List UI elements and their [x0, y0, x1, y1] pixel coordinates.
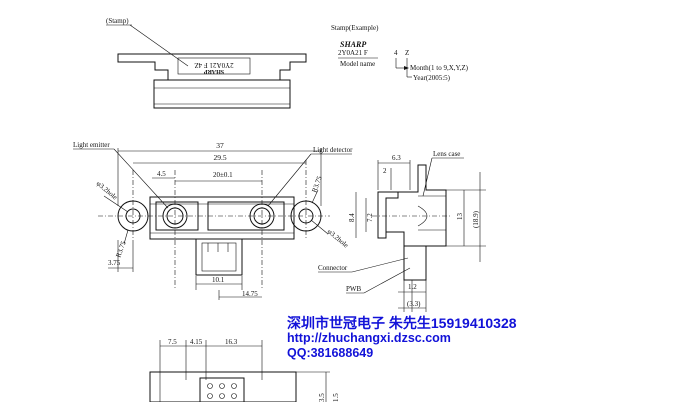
year-note: Year(2005:5) — [413, 74, 451, 82]
dim-radius-bottom: R3.75 — [114, 240, 127, 259]
contact-qq: QQ:381688649 — [287, 346, 374, 360]
dim-bottom-c: 16.3 — [225, 338, 238, 346]
stamp-example-label: Stamp(Example) — [331, 24, 379, 32]
stamp-example-brand: SHARP — [340, 40, 366, 49]
front-view: 37 29.5 4.5 20±0.1 Light emitter Light d… — [73, 141, 353, 300]
dim-right-hole: φ3.2hole — [326, 227, 350, 249]
dim-connector-offset: 14.75 — [242, 290, 258, 298]
pwb-label: PWB — [346, 285, 362, 293]
dim-bottom-d: 1.5 — [332, 393, 340, 402]
month-note: Month(1 to 9,X,Y,Z) — [410, 64, 469, 72]
dim-side-step: 2 — [383, 167, 387, 175]
side-view: 6.3 2 Lens case 8.4 7.2 13 (18.9) Connec… — [318, 150, 486, 312]
dim-bottom-b: 4.15 — [190, 338, 203, 346]
dim-lens-pitch: 20±0.1 — [213, 171, 233, 179]
dim-side-height-b: 7.2 — [366, 213, 374, 222]
dim-radius-top: R3.75 — [310, 175, 323, 194]
model-name-label: Model name — [340, 60, 375, 68]
dim-side-height-c: 13 — [456, 213, 464, 221]
stamp-inverted-brand: SHARP — [204, 68, 225, 74]
dim-connector-width: 10.1 — [212, 276, 225, 284]
stamp-example-model: 2Y0A21 F — [338, 49, 368, 57]
stamp-inverted-text: 2Y0A21 F 4Z — [194, 61, 233, 69]
stamp-example-month: 4 — [394, 49, 398, 57]
dim-side-height-a: 8.4 — [348, 213, 356, 222]
dim-hole-pitch: 29.5 — [213, 153, 226, 162]
contact-website[interactable]: http://zhuchangxi.dzsc.com — [287, 331, 451, 345]
lens-case-label: Lens case — [433, 150, 460, 158]
dim-bottom-a: 7.5 — [168, 338, 177, 346]
stamp-top-view: 2Y0A21 F 4Z SHARP (Stamp) — [106, 17, 307, 109]
dim-overall-width: 37 — [216, 141, 224, 150]
dim-left-margin: 3.75 — [108, 259, 121, 267]
light-detector-label: Light detector — [313, 146, 353, 154]
dim-side-height-d: (18.9) — [472, 210, 480, 228]
stamp-label: (Stamp) — [106, 17, 129, 25]
dim-pwb-thickness: (3.3) — [407, 300, 421, 308]
connector-label: Connector — [318, 264, 348, 272]
dim-bottom-e: 3.5 — [318, 393, 326, 402]
stamp-example-year: Z — [405, 49, 409, 57]
contact-name-phone: 深圳市世冠电子 朱先生15919410328 — [287, 315, 517, 331]
dim-emitter-offset: 4.5 — [157, 170, 166, 178]
bottom-view: 7.5 4.15 16.3 3.5 1.5 — [149, 338, 340, 402]
light-emitter-label: Light emitter — [73, 141, 110, 149]
dim-pwb-offset: 1.2 — [408, 283, 417, 291]
stamp-example: Stamp(Example) SHARP 2Y0A21 F 4 Z Model … — [331, 24, 469, 82]
dim-side-depth: 6.3 — [392, 154, 401, 162]
